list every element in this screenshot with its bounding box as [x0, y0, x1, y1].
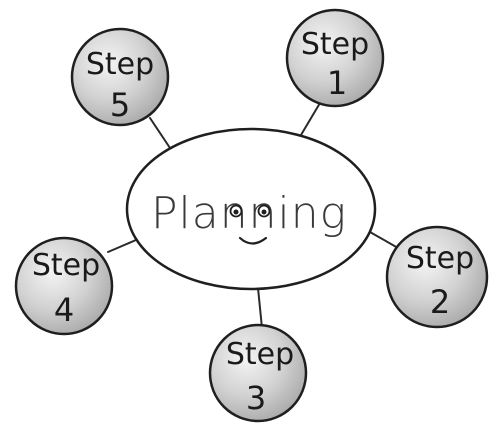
center-oval: [125, 127, 377, 291]
step-node-5: Step 5: [70, 27, 170, 127]
step-node-3: Step 3: [208, 323, 308, 423]
step-3-circle: [208, 323, 308, 423]
center-label: Planning: [151, 188, 347, 239]
connector-step-3: [257, 287, 263, 329]
connector-step-4: [107, 239, 137, 253]
step-4-circle: [14, 236, 114, 336]
smiley-face-icon: [229, 204, 271, 245]
step-node-4: Step 4: [14, 236, 114, 336]
step-2-circle: [385, 225, 489, 329]
connector-step-2: [369, 231, 399, 249]
step-1-circle: [285, 8, 385, 108]
step-node-2: Step 2: [385, 225, 489, 329]
step-2-word: Step: [406, 241, 474, 276]
center-node: Planning: [125, 127, 377, 291]
step-5-number: 5: [110, 86, 130, 124]
step-2-number: 2: [430, 283, 450, 321]
step-4-word: Step: [32, 248, 100, 283]
connector-step-1: [297, 102, 321, 141]
step-1-word: Step: [301, 27, 369, 62]
step-5-circle: [70, 27, 170, 127]
step-3-number: 3: [246, 379, 266, 417]
step-5-word: Step: [86, 47, 154, 82]
step-4-number: 4: [54, 291, 74, 329]
step-1-number: 1: [327, 64, 347, 102]
connector-step-5: [149, 117, 171, 149]
step-3-word: Step: [226, 337, 294, 372]
step-node-1: Step 1: [285, 8, 385, 108]
